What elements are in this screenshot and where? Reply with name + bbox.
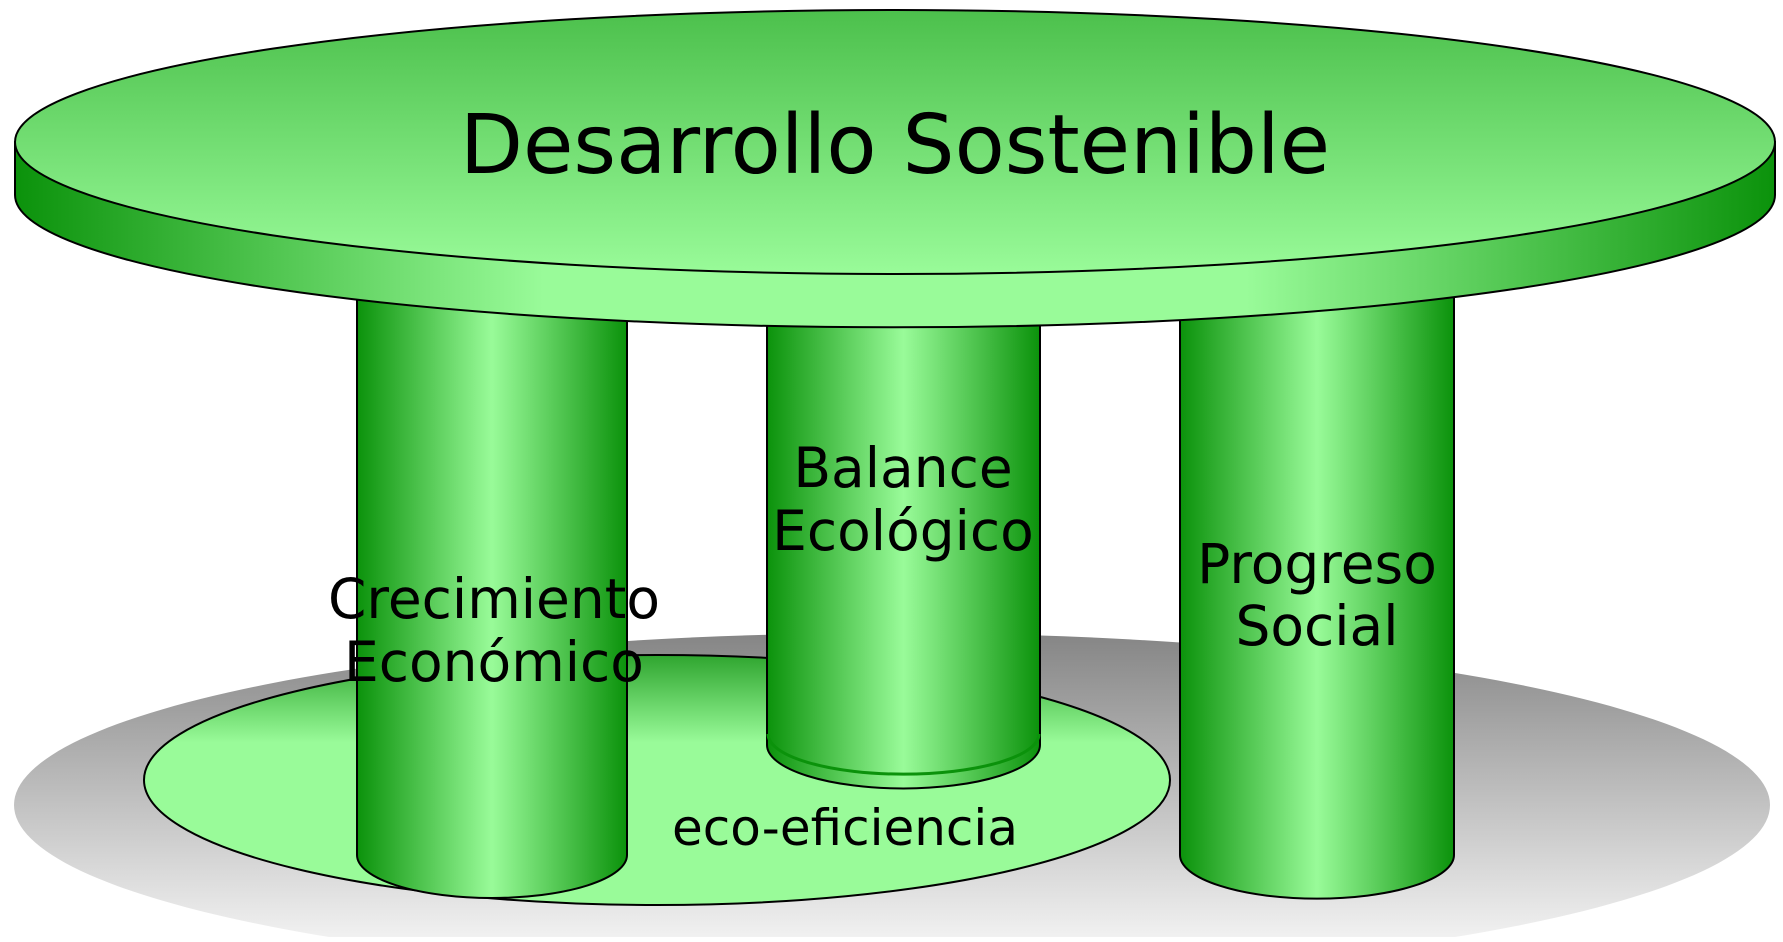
table-top-disc bbox=[14, 9, 1776, 329]
pillar-label-economic-line1: Crecimiento bbox=[328, 567, 660, 631]
pillar-label-ecological-line1: Balance bbox=[793, 436, 1012, 500]
pillar-label-social-line1: Progreso bbox=[1197, 532, 1437, 596]
pillar-social-progress bbox=[1179, 269, 1455, 900]
pillar-economic-growth bbox=[356, 269, 628, 899]
pillar-ecological-balance bbox=[766, 269, 1041, 790]
pillar-label-social-line2: Social bbox=[1235, 594, 1398, 658]
pillar-label-economic-line2: Económico bbox=[344, 630, 644, 694]
pillar-label-ecological-line2: Ecológico bbox=[772, 499, 1034, 563]
diagram-title: Desarrollo Sostenible bbox=[460, 98, 1330, 193]
eco-efficiency-label: eco-eficiencia bbox=[672, 799, 1018, 857]
